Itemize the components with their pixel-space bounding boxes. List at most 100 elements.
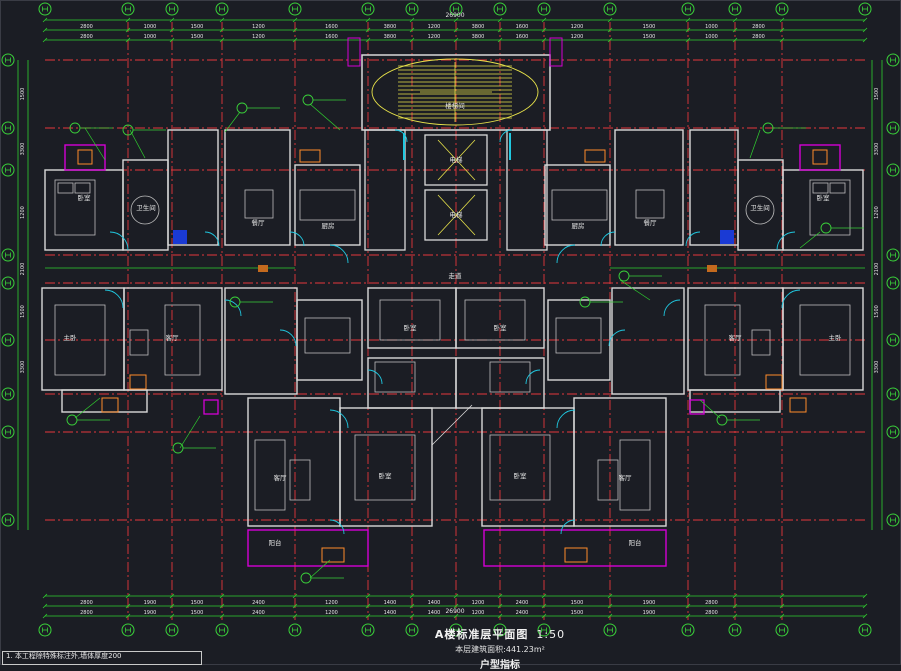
room-stair: 楼梯间 xyxy=(445,101,465,110)
axis-bubble xyxy=(603,623,617,637)
axis-bubble xyxy=(537,623,551,637)
dimension-value: 1200 xyxy=(472,610,485,616)
room-balcony-ll: 阳台 xyxy=(269,538,282,547)
elevators xyxy=(364,129,548,251)
dimension-value: 1500 xyxy=(571,610,584,616)
dimension-value: 1500 xyxy=(191,600,204,606)
lower-walls xyxy=(41,287,864,567)
dimension-value: 3300 xyxy=(20,361,26,374)
dimension-value: 3800 xyxy=(472,24,485,30)
axis-bubble xyxy=(775,623,789,637)
dimension-value: 3800 xyxy=(472,34,485,40)
room-living-ml: 客厅 xyxy=(166,333,180,342)
notes-box: 1. 本工程除特殊标注外,墙体厚度200 xyxy=(2,651,202,665)
overall-dimension-top: 26900 xyxy=(445,12,464,19)
room-elevator-2: 电梯 xyxy=(450,210,464,219)
axis-bubble xyxy=(1,53,15,67)
furniture xyxy=(54,179,851,511)
axis-bubble xyxy=(886,121,900,135)
dimension-value: 1000 xyxy=(705,34,718,40)
axis-bubble xyxy=(728,2,742,16)
dimension-value: 1200 xyxy=(325,600,338,606)
dimension-value: 1500 xyxy=(20,88,26,101)
axis-bubble xyxy=(288,623,302,637)
dimension-lines xyxy=(17,19,883,617)
dimension-value: 1400 xyxy=(384,610,397,616)
room-living-ll: 客厅 xyxy=(274,473,288,482)
drawing-scale: 1:50 xyxy=(536,628,566,641)
axis-bubble xyxy=(537,2,551,16)
doors xyxy=(104,129,801,535)
dimension-value: 1000 xyxy=(144,24,157,30)
dimension-value: 1500 xyxy=(191,34,204,40)
dimension-value: 1500 xyxy=(571,600,584,606)
axis-bubble xyxy=(858,2,872,16)
room-labels: 楼梯间 电梯 电梯 走道 卧室 卧室 卫生间 卫生间 餐厅 餐厅 厨房 厨房 客… xyxy=(64,101,843,547)
dimension-value: 1500 xyxy=(20,305,26,318)
axis-bubble xyxy=(1,163,15,177)
dimension-value: 2400 xyxy=(516,600,529,606)
axis-bubble xyxy=(1,387,15,401)
axis-bubble xyxy=(858,623,872,637)
axis-bubble xyxy=(121,2,135,16)
axis-bubble xyxy=(886,513,900,527)
axis-bubble xyxy=(288,2,302,16)
axis-bubble xyxy=(405,2,419,16)
dimension-value: 1500 xyxy=(643,24,656,30)
dimension-value: 1200 xyxy=(325,610,338,616)
axis-bubble xyxy=(681,623,695,637)
axis-bubble xyxy=(886,53,900,67)
dimension-value: 1200 xyxy=(20,206,26,219)
dimension-value: 1400 xyxy=(428,610,441,616)
axis-bubble xyxy=(775,2,789,16)
room-corridor: 走道 xyxy=(449,271,463,280)
axis-bubble xyxy=(886,248,900,262)
dimension-value: 1200 xyxy=(472,600,485,606)
axis-bubbles xyxy=(1,2,900,637)
dimension-value: 2400 xyxy=(252,600,265,606)
room-bed-cr: 卧室 xyxy=(494,323,508,332)
axis-bubble xyxy=(603,2,617,16)
room-elevator-1: 电梯 xyxy=(450,155,464,164)
axis-bubble xyxy=(1,333,15,347)
dimension-value: 1200 xyxy=(428,34,441,40)
dimension-value: 2100 xyxy=(874,263,880,276)
dimension-value: 2400 xyxy=(516,610,529,616)
axis-bubble xyxy=(165,623,179,637)
room-kitchen-ur: 厨房 xyxy=(572,221,585,230)
room-kitchen-ul: 厨房 xyxy=(322,221,335,230)
room-living-mr: 客厅 xyxy=(729,333,743,342)
dimension-value: 3800 xyxy=(384,24,397,30)
dimension-value: 1000 xyxy=(705,24,718,30)
axis-bubble xyxy=(38,2,52,16)
dimension-value: 1900 xyxy=(144,600,157,606)
room-bed-cl: 卧室 xyxy=(404,323,418,332)
upper-walls xyxy=(44,129,864,251)
dimension-value: 1500 xyxy=(643,34,656,40)
axis-grid xyxy=(45,22,865,620)
room-bed-ll: 卧室 xyxy=(379,471,393,480)
dimension-value: 3800 xyxy=(384,34,397,40)
drawing-subtitle: 户型指标 xyxy=(480,660,520,671)
axis-bubble xyxy=(361,623,375,637)
overall-dimension-bottom: 26900 xyxy=(445,608,464,615)
dimension-value: 3300 xyxy=(20,143,26,156)
area-note: 本层建筑面积:441.23m² xyxy=(455,645,545,654)
axis-bubble xyxy=(405,623,419,637)
dimension-value: 1400 xyxy=(428,600,441,606)
dimension-value: 2800 xyxy=(80,34,93,40)
axis-bubble xyxy=(1,121,15,135)
room-master-r: 主卧 xyxy=(829,333,843,342)
axis-bubble xyxy=(1,248,15,262)
axis-bubble xyxy=(1,276,15,290)
room-living-lr: 客厅 xyxy=(619,473,633,482)
axis-bubble xyxy=(493,623,507,637)
axis-bubble xyxy=(1,425,15,439)
dimension-value: 1600 xyxy=(516,34,529,40)
axis-bubble xyxy=(1,513,15,527)
axis-bubble xyxy=(886,163,900,177)
axis-bubble xyxy=(38,623,52,637)
